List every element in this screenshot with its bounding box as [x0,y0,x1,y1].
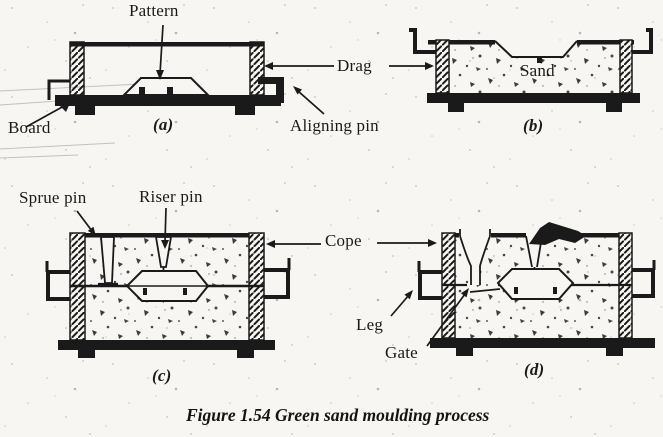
sprue-channel-left-edge [459,235,472,285]
board-foot-right [235,106,255,115]
board-d-foot-right [606,348,623,356]
leg-bracket-left [418,270,442,300]
pattern-dowel-c-right [183,288,187,295]
aligning-pin-shape [258,77,284,84]
label-sprue-pin: Sprue pin [19,188,87,207]
label-board: Board [8,118,51,137]
flask-b-right-wall [619,39,633,94]
handle-c-left [46,270,70,301]
label-riser-pin: Riser pin [139,187,203,206]
flask-d-top-edge-2 [491,233,526,238]
board-arrow [25,101,71,128]
notch-tick [537,57,542,63]
pattern-dowel-left [139,87,145,95]
ink-blob [529,222,586,245]
board-c [58,340,275,350]
handle-b-left [409,28,436,54]
flask-c-top-edge [70,233,264,238]
pattern-dowel-right [167,87,173,95]
cavity-tick-left [514,287,518,294]
panel-letter-d: (d) [524,360,545,379]
riser-pin-arrow [161,207,169,249]
panel-b-drawing [409,28,653,112]
sprue-pin-arrow [76,210,96,236]
label-aligning-pin: Aligning pin [290,116,379,135]
board-d-foot-left [456,348,473,356]
panel-letter-c: (c) [152,366,172,385]
figure-caption: Figure 1.54 Green sand moulding process [186,405,490,425]
gate-channel [469,288,501,293]
board-c-foot-left [78,350,95,358]
mould-cavity [496,268,575,300]
label-cope: Cope [325,231,362,250]
cavity-tick-right [553,287,557,294]
leg-arrow [390,290,413,317]
flask-b-top-edge-right [577,40,634,45]
board-c-foot-right [237,350,254,358]
label-sand: Sand [520,61,555,80]
cope-arrow-left [266,240,321,248]
leg-bracket-right [632,268,655,298]
cope-arrow-right [377,239,437,247]
label-drag: Drag [337,56,372,75]
pattern-dowel-c-left [143,288,147,295]
handle-b-right [632,28,653,54]
label-gate: Gate [385,343,418,362]
board-shape [55,95,281,106]
flask-b-top-edge-left [428,40,495,45]
label-pattern: Pattern [129,1,179,20]
clamp-bracket-a [47,79,70,100]
board-b [427,93,640,103]
flask-d-top-edge-3 [542,233,632,238]
label-leg: Leg [356,315,384,334]
board-d [430,338,655,348]
annotation-arrows [25,24,469,347]
panel-letter-a: (a) [153,115,174,134]
sprue-channel-right-edge [479,235,491,285]
board-b-foot-left [448,103,464,112]
flask-b-left-wall [435,39,450,94]
drag-arrow-right [389,62,434,70]
board-foot-left [75,106,95,115]
panel-a-drawing [47,41,284,115]
riser-pin-shape [154,236,173,268]
drag-arrow-left [264,62,334,70]
flask-a-right-wall [249,41,265,96]
handle-c-right [264,268,290,299]
gate-arrow [426,288,469,347]
panel-c-drawing [45,232,291,358]
aligning-pin-arrow [293,86,325,115]
board-b-foot-right [606,103,622,112]
flask-a-top-edge [70,42,264,47]
sprue-channel-fill [460,236,490,285]
riser-channel-left-edge [525,235,533,268]
panel-d-drawing [417,222,656,356]
flask-a-left-wall [69,41,85,96]
pattern-arrow [156,24,164,80]
aligning-pin-leg [276,84,284,103]
panel-letter-b: (b) [523,116,544,135]
